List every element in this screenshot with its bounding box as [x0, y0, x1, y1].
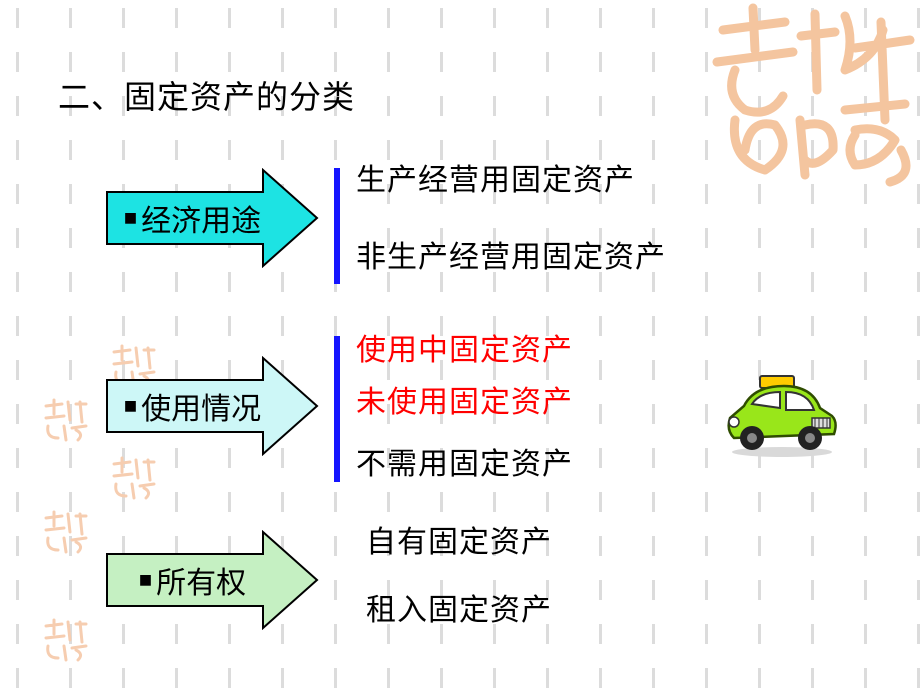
stamp-decoration-icon [44, 618, 88, 662]
category-label: ■所有权 [105, 530, 280, 630]
category-arrow-ownership: ■所有权 [105, 530, 320, 630]
bullet-icon: ■ [123, 398, 138, 414]
category-label-text: 所有权 [156, 566, 247, 601]
bracket-bar [334, 336, 340, 482]
item-text: 自有固定资产 [366, 525, 552, 560]
category-label-text: 经济用途 [141, 204, 262, 239]
stamp-decoration-icon [44, 398, 88, 442]
bracket-bar [334, 168, 340, 284]
slide-title: 二、固定资产的分类 [58, 78, 356, 116]
arrow-shape [106, 356, 319, 456]
item-text: 租入固定资产 [366, 593, 552, 628]
stamp-decoration-icon [44, 510, 88, 554]
item-text: 不需用固定资产 [356, 447, 573, 482]
category-label: ■使用情况 [105, 356, 280, 456]
category-arrow-usage-status: ■使用情况 [105, 356, 320, 456]
item-text: 生产经营用固定资产 [356, 163, 635, 198]
stamp-decoration-icon [112, 456, 156, 500]
item-text: 未使用固定资产 [356, 385, 573, 420]
seal-decoration-icon [712, 3, 915, 187]
arrow-shape [106, 168, 319, 268]
category-arrow-economic-use: ■经济用途 [105, 168, 320, 268]
taxi-icon [727, 375, 837, 457]
arrow-shape [106, 530, 319, 630]
item-text: 非生产经营用固定资产 [356, 240, 666, 275]
item-text: 使用中固定资产 [356, 333, 573, 368]
bullet-icon: ■ [138, 572, 153, 588]
category-label: ■经济用途 [105, 168, 280, 268]
bullet-icon: ■ [123, 210, 138, 226]
category-label-text: 使用情况 [141, 392, 262, 427]
